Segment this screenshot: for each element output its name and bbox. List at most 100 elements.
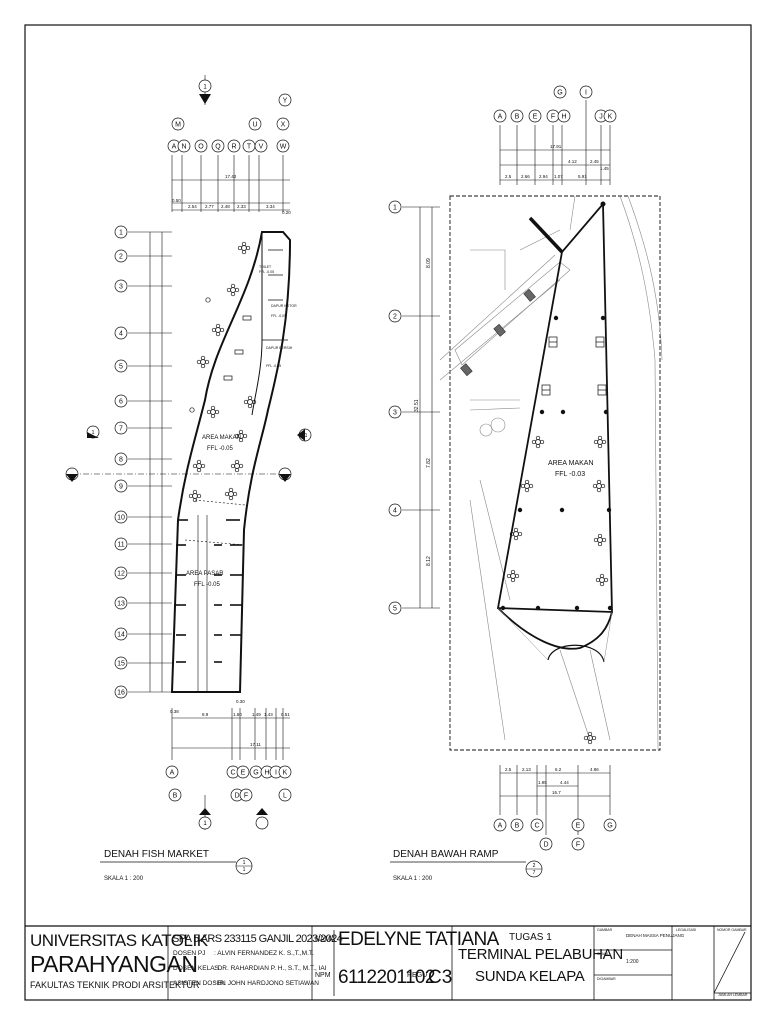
row-bubble-label: 16 — [117, 690, 125, 697]
section-marker-right: 1 — [297, 428, 312, 442]
grid-bubble-label: E — [533, 114, 538, 121]
row-bubble-label: 8 — [119, 457, 123, 464]
dim-label: 0.38 — [170, 709, 179, 714]
university-name-line2: PARAHYANGAN — [30, 951, 198, 977]
grid-bubble-label: B — [515, 823, 520, 830]
project-title-line2: SUNDA KELAPA — [475, 968, 585, 985]
row-bubble-label: 6 — [119, 399, 123, 406]
row-bubble-label: 3 — [393, 410, 397, 417]
ramp-dining-tables — [506, 336, 609, 745]
grid-bubble-label: Y — [283, 98, 288, 105]
dim-label: 17.11 — [250, 742, 261, 747]
dim-label: 2.48 — [221, 204, 230, 209]
grid-bubble-label: A — [498, 114, 503, 121]
regu-value: C3 — [428, 967, 453, 988]
ramp-row-bubbles: 1 2 3 4 5 — [388, 200, 402, 615]
grid-bubble-label: F — [551, 114, 555, 121]
grid-bubble-label: A — [170, 770, 175, 777]
grid-bubble-label: D — [234, 793, 239, 800]
grid-bubble-label: G — [557, 90, 562, 97]
faculty-name: FAKULTAS TEKNIK PRODI ARSITEKTUR — [30, 980, 200, 990]
toilet-room-label: TOILET — [259, 265, 272, 269]
dim-label: 8.09 — [426, 258, 432, 268]
row-bubble-label: 10 — [117, 515, 125, 522]
grid-bubble-label: M — [175, 122, 181, 129]
dim-label: 0.30 — [236, 699, 245, 704]
ramp-wall — [528, 216, 564, 254]
fish-market-dining-tables — [188, 241, 257, 503]
gambar-label: GAMBAR — [597, 928, 613, 932]
fish-market-row-bubbles: 1 2 3 4 5 6 7 8 9 10 11 12 13 14 15 16 — [114, 225, 128, 699]
dim-label: 0.51 — [281, 712, 290, 717]
university-name-line1: UNIVERSITAS KATOLIK — [30, 931, 208, 950]
fish-market-row-grid — [128, 231, 172, 693]
regu-label: REGU — [407, 972, 428, 979]
dim-label: 8.9 — [202, 712, 209, 717]
grid-bubble-label: B — [173, 793, 178, 800]
dim-label: 2.33 — [237, 204, 246, 209]
fish-market-top-grid-bubbles: M A N O Q R T U V X Y W — [167, 93, 292, 153]
ramp-top-dimensions — [499, 100, 611, 185]
plan-title-marker-1: 1 1 — [235, 857, 253, 875]
plan-marker-sheet: 1 — [243, 867, 246, 873]
grid-bubble-label: E — [576, 823, 581, 830]
grid-bubble-label: N — [181, 144, 186, 151]
grid-bubble-label: U — [252, 122, 257, 129]
dosen-pj-value: : ALVIN FERNANDEZ K. S.,T.,M.T. — [214, 950, 314, 957]
asisten-label: ASISTEN DOSEN — [173, 980, 226, 987]
gambar-value: DENAH MASSA PENUJANG — [626, 933, 685, 938]
dim-label: 17.43 — [225, 174, 237, 179]
row-bubble-label: 2 — [393, 314, 397, 321]
dim-label: 7.82 — [426, 458, 432, 468]
fish-market-bottom-dimensions — [171, 708, 290, 760]
row-bubble-label: 12 — [117, 571, 125, 578]
dim-label: 16.7 — [552, 790, 561, 795]
dim-label: 2.13 — [522, 767, 531, 772]
nomor-gambar-label: NOMOR GAMBAR — [717, 928, 747, 932]
ramp-columns — [500, 201, 613, 611]
ramp-building-outline — [496, 201, 613, 663]
dim-label: 3.34 — [266, 204, 275, 209]
ramp-bottom-grid-bubbles: A B C E G D F — [493, 818, 617, 851]
student-name: EDELYNE TATIANA — [338, 929, 499, 950]
dim-label: 1.45 — [600, 166, 609, 171]
dim-label: 1.60 — [233, 712, 242, 717]
grid-bubble-label: I — [275, 770, 277, 777]
dosen-kelas-label: DOSEN KELAS — [173, 965, 219, 972]
dim-label: 4.44 — [560, 780, 569, 785]
grid-bubble-label: X — [281, 122, 286, 129]
row-bubble-label: 5 — [119, 364, 123, 371]
jumlah-lembar-label: JUMLAH LEMBAR — [718, 993, 748, 997]
row-bubble-label: 7 — [119, 426, 123, 433]
row-bubble-label: 13 — [117, 601, 125, 608]
dim-label: 2.54 — [188, 204, 197, 209]
digambar-label: DIGAMBAR — [597, 977, 616, 981]
dirty-kitchen-ffl: FFL -0.05 — [271, 314, 287, 318]
ramp-row-grid — [402, 206, 440, 609]
grid-bubble-label: I — [585, 90, 587, 97]
plan-marker-number: 2 — [533, 863, 536, 869]
clean-kitchen-label: DAPUR BERSIH — [266, 346, 293, 350]
dim-label: 0.20 — [282, 210, 291, 215]
fish-market-bottom-dim-labels: 0.38 8.9 1.60 1.49 1.43 0.51 17.11 0.30 — [170, 699, 290, 747]
grid-bubble-label: V — [259, 144, 264, 151]
grid-bubble-label: J — [599, 114, 603, 121]
section-marker-left: 1 — [86, 425, 100, 439]
row-bubble-label: 4 — [119, 331, 123, 338]
ramp-site-blocks — [460, 288, 536, 377]
course-code: SPA 5 ARS 233115 GANJIL 2023/2024 — [172, 933, 343, 945]
ramp-bottom-dim-labels: 2.5 2.13 6.2 4.86 1.95 4.44 16.7 — [505, 767, 599, 795]
plan-marker-sheet: 7 — [533, 870, 536, 876]
dim-label: 1.43 — [264, 712, 273, 717]
grid-bubble-label: H — [264, 770, 269, 777]
fish-market-market-area-label: AREA PASAR — [186, 571, 224, 577]
dim-label: 32.51 — [414, 399, 420, 412]
fish-market-stalls — [176, 519, 242, 663]
row-bubble-label: 5 — [393, 606, 397, 613]
row-bubble-label: 2 — [119, 254, 123, 261]
dim-label: 2.77 — [205, 204, 214, 209]
skala-value: 1:200 — [626, 959, 639, 965]
fish-market-building-outline — [170, 231, 292, 693]
grid-bubble-label: A — [172, 144, 177, 151]
